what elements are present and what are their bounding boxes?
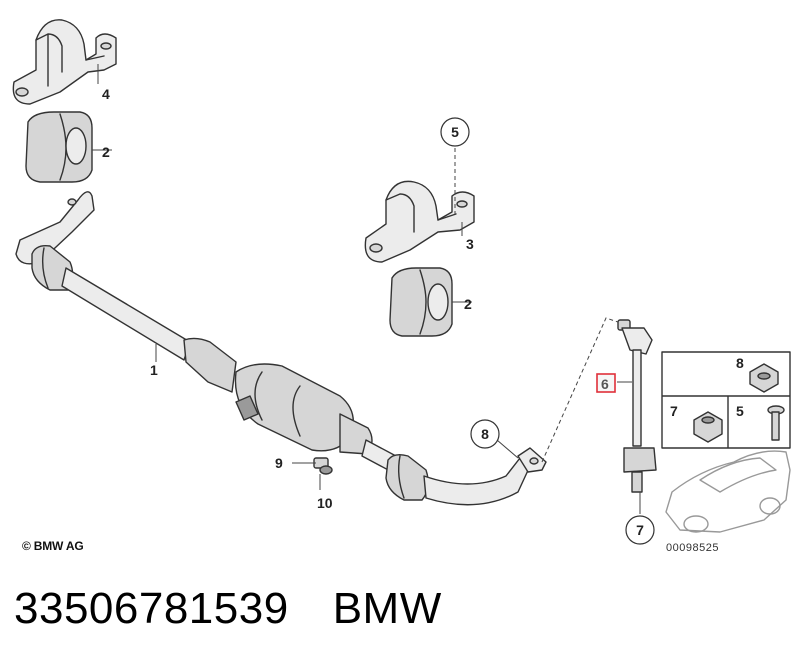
bracket-part-4[interactable] <box>12 19 117 105</box>
callout-1[interactable]: 1 <box>150 362 158 378</box>
assembly-dash-line <box>541 317 619 463</box>
callout-8-circle[interactable]: 8 <box>470 419 500 449</box>
box-label-5[interactable]: 5 <box>736 403 744 419</box>
callout-4[interactable]: 4 <box>102 86 110 102</box>
callout-6[interactable]: 6 <box>601 376 609 392</box>
bushing-part-2-right[interactable] <box>389 267 453 337</box>
stabilizer-bar-part-1[interactable] <box>15 191 547 506</box>
diagram-id: 00098525 <box>666 542 719 554</box>
svg-text:7: 7 <box>636 522 644 538</box>
nut-part-8[interactable] <box>749 363 779 393</box>
link-rod-part-6[interactable] <box>617 319 657 493</box>
nut-part-7[interactable] <box>693 411 723 443</box>
callout-2-left[interactable]: 2 <box>102 144 110 160</box>
leader-lines <box>92 64 641 514</box>
callout-9[interactable]: 9 <box>275 455 283 471</box>
callout-2-right[interactable]: 2 <box>464 296 472 312</box>
box-label-8[interactable]: 8 <box>736 355 744 371</box>
svg-text:5: 5 <box>451 124 459 140</box>
callout-3[interactable]: 3 <box>466 236 474 252</box>
svg-text:8: 8 <box>481 426 489 442</box>
box-label-7[interactable]: 7 <box>670 403 678 419</box>
fasteners-box <box>661 351 791 449</box>
bolt-part-5[interactable] <box>767 405 785 441</box>
copyright-text: © BMW AG <box>22 539 84 553</box>
callout-10[interactable]: 10 <box>317 495 333 511</box>
callout-5-circle[interactable]: 5 <box>440 117 470 147</box>
car-silhouette <box>665 450 791 533</box>
fitting-part-10[interactable] <box>319 465 333 475</box>
bracket-part-3[interactable] <box>364 180 475 263</box>
callout-7-circle[interactable]: 7 <box>625 515 655 545</box>
bushing-part-2-left[interactable] <box>25 111 93 183</box>
highlight-box-part-6 <box>596 373 616 393</box>
footer: 33506781539 BMW <box>14 584 442 634</box>
brand-name: BMW <box>332 584 442 633</box>
part-number: 33506781539 <box>14 584 289 633</box>
